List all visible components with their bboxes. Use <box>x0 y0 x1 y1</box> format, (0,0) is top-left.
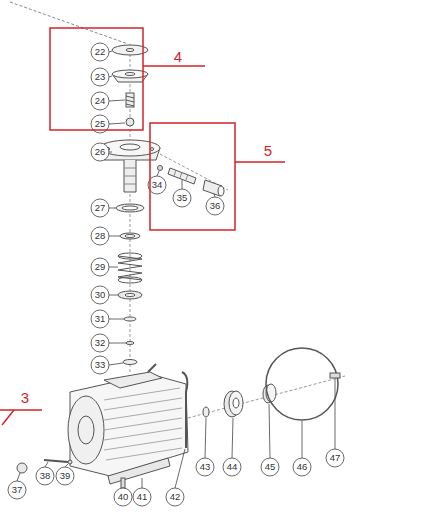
callout-number: 39 <box>60 471 71 481</box>
callout-number: 27 <box>95 203 106 213</box>
callout-number: 36 <box>210 201 221 211</box>
callout-number: 26 <box>95 147 106 157</box>
callout-number: 37 <box>12 485 23 495</box>
callout-number: 33 <box>95 360 106 370</box>
callout-number: 45 <box>265 462 276 472</box>
callout-number: 34 <box>152 180 163 190</box>
callout-number: 42 <box>170 492 181 502</box>
callout-number: 44 <box>227 462 238 472</box>
callout-number: 38 <box>40 471 51 481</box>
callout-number: 25 <box>95 119 106 129</box>
callout-number: 41 <box>137 492 148 502</box>
callout-number: 30 <box>95 290 106 300</box>
callout-number: 40 <box>118 492 129 502</box>
callout-number: 24 <box>95 96 106 106</box>
callout-number: 28 <box>95 231 106 241</box>
group-number: 3 <box>21 390 29 405</box>
callout-number: 47 <box>330 453 341 463</box>
callout-number: 29 <box>95 262 106 272</box>
callout-number: 32 <box>95 338 106 348</box>
callout-number: 43 <box>200 462 211 472</box>
group-number: 5 <box>264 143 272 158</box>
callout-number: 31 <box>95 314 106 324</box>
group-number: 4 <box>174 49 182 64</box>
callout-number: 22 <box>95 47 106 57</box>
callout-number: 46 <box>297 462 308 472</box>
callout-number: 35 <box>177 193 188 203</box>
callout-number: 23 <box>95 72 106 82</box>
